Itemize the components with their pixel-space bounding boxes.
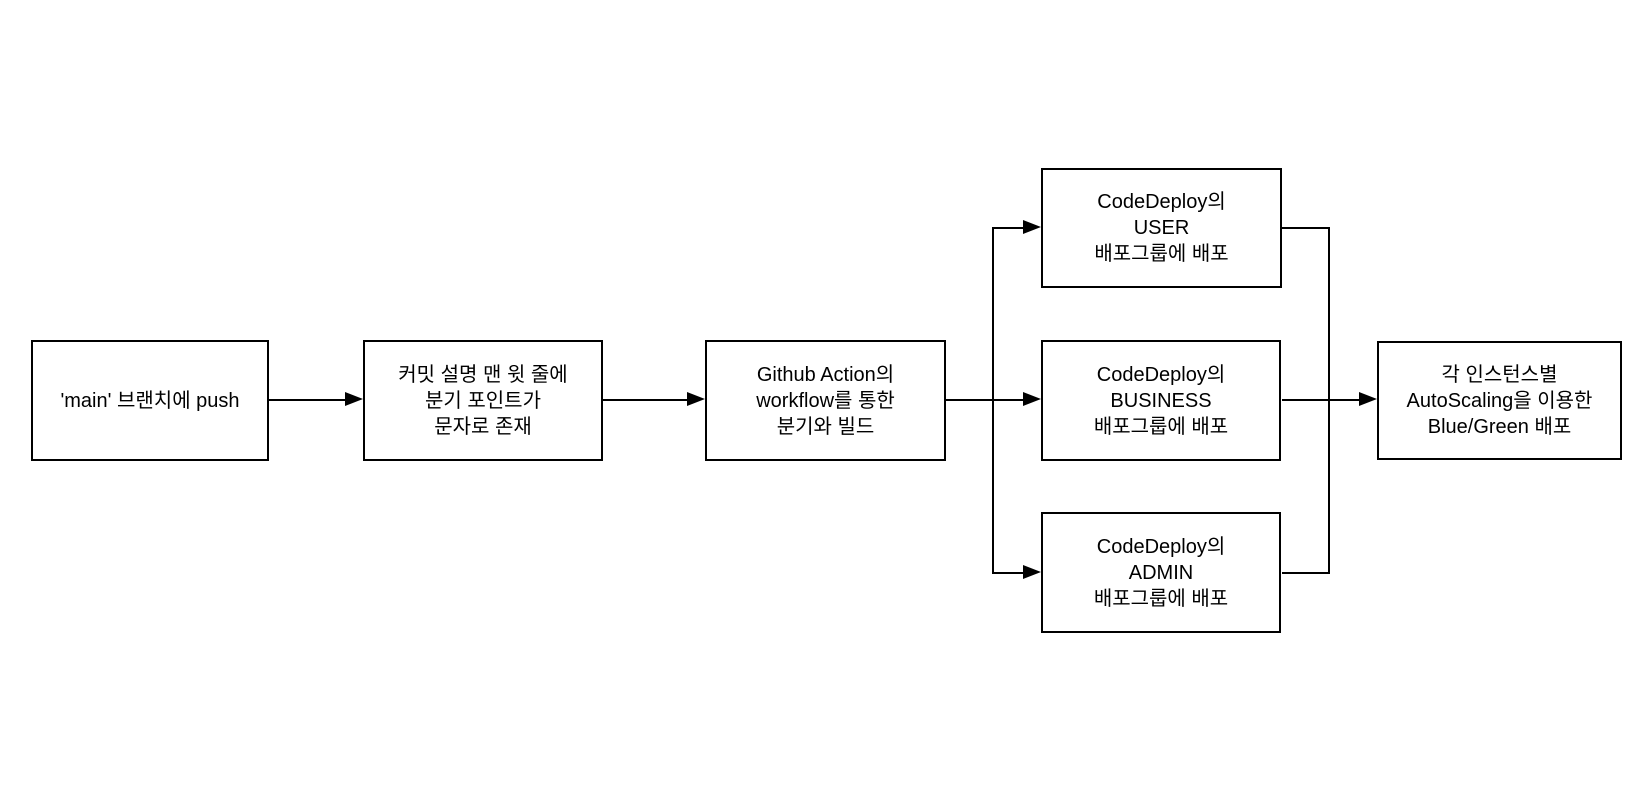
edge-branch-business-arrowhead-icon xyxy=(1023,392,1041,406)
edge-main-commit-arrowhead-icon xyxy=(345,392,363,406)
edge-branch-business-line xyxy=(994,399,1024,401)
node-label-line: 배포그룹에 배포 xyxy=(1093,587,1229,610)
node-label-line: 분기 포인트가 xyxy=(425,389,541,412)
node-label-line: 배포그룹에 배포 xyxy=(1093,415,1229,438)
edge-merge-autoscaling-line xyxy=(1282,399,1359,401)
node-label-line: 분기와 빌드 xyxy=(776,415,875,438)
branch-vertical-left-line xyxy=(992,227,994,574)
node-label-line: CodeDeploy의 xyxy=(1096,363,1226,386)
node-label-line: Github Action의 xyxy=(756,363,895,386)
node-codedeploy-user-group: CodeDeploy의 USER 배포그룹에 배포 xyxy=(1041,168,1282,288)
edge-main-commit-line xyxy=(269,399,346,401)
node-label-line: USER xyxy=(1133,217,1190,239)
node-label-line: 문자로 존재 xyxy=(434,415,532,438)
edge-branch-admin-arrowhead-icon xyxy=(1023,565,1041,579)
node-label-line: 각 인스턴스별 xyxy=(1441,363,1558,386)
node-label-line: workflow를 통한 xyxy=(756,389,895,412)
edge-branch-admin-line xyxy=(994,572,1024,574)
node-label-line: 커밋 설명 맨 윗 줄에 xyxy=(398,363,568,386)
edge-user-merge-line xyxy=(1282,227,1329,229)
node-codedeploy-admin-group: CodeDeploy의 ADMIN 배포그룹에 배포 xyxy=(1041,512,1281,633)
node-github-action-workflow: Github Action의 workflow를 통한 분기와 빌드 xyxy=(705,340,946,461)
node-codedeploy-business-group: CodeDeploy의 BUSINESS 배포그룹에 배포 xyxy=(1041,340,1281,461)
node-label-line: ADMIN xyxy=(1128,561,1194,584)
node-label-line: AutoScaling을 이용한 xyxy=(1406,389,1593,412)
node-autoscaling-blue-green: 각 인스턴스별 AutoScaling을 이용한 Blue/Green 배포 xyxy=(1377,341,1622,460)
edge-commit-github-arrowhead-icon xyxy=(687,392,705,406)
edge-branch-user-arrowhead-icon xyxy=(1023,220,1041,234)
node-label-line: 배포그룹에 배포 xyxy=(1094,243,1229,265)
node-label-line: Blue/Green 배포 xyxy=(1427,415,1572,438)
node-main-branch-push: 'main' 브랜치에 push xyxy=(31,340,269,461)
edge-github-branch-stub-line xyxy=(946,399,994,401)
node-label-line: CodeDeploy의 xyxy=(1096,535,1226,558)
edge-admin-merge-line xyxy=(1282,572,1329,574)
edge-commit-github-line xyxy=(603,399,688,401)
node-label-line: 'main' 브랜치에 push xyxy=(60,389,240,412)
edge-merge-autoscaling-arrowhead-icon xyxy=(1359,392,1377,406)
edge-branch-user-line xyxy=(994,227,1024,229)
node-label-line: BUSINESS xyxy=(1110,389,1212,412)
node-label-line: CodeDeploy의 xyxy=(1097,191,1226,213)
node-commit-message-branch-point: 커밋 설명 맨 윗 줄에 분기 포인트가 문자로 존재 xyxy=(363,340,603,461)
